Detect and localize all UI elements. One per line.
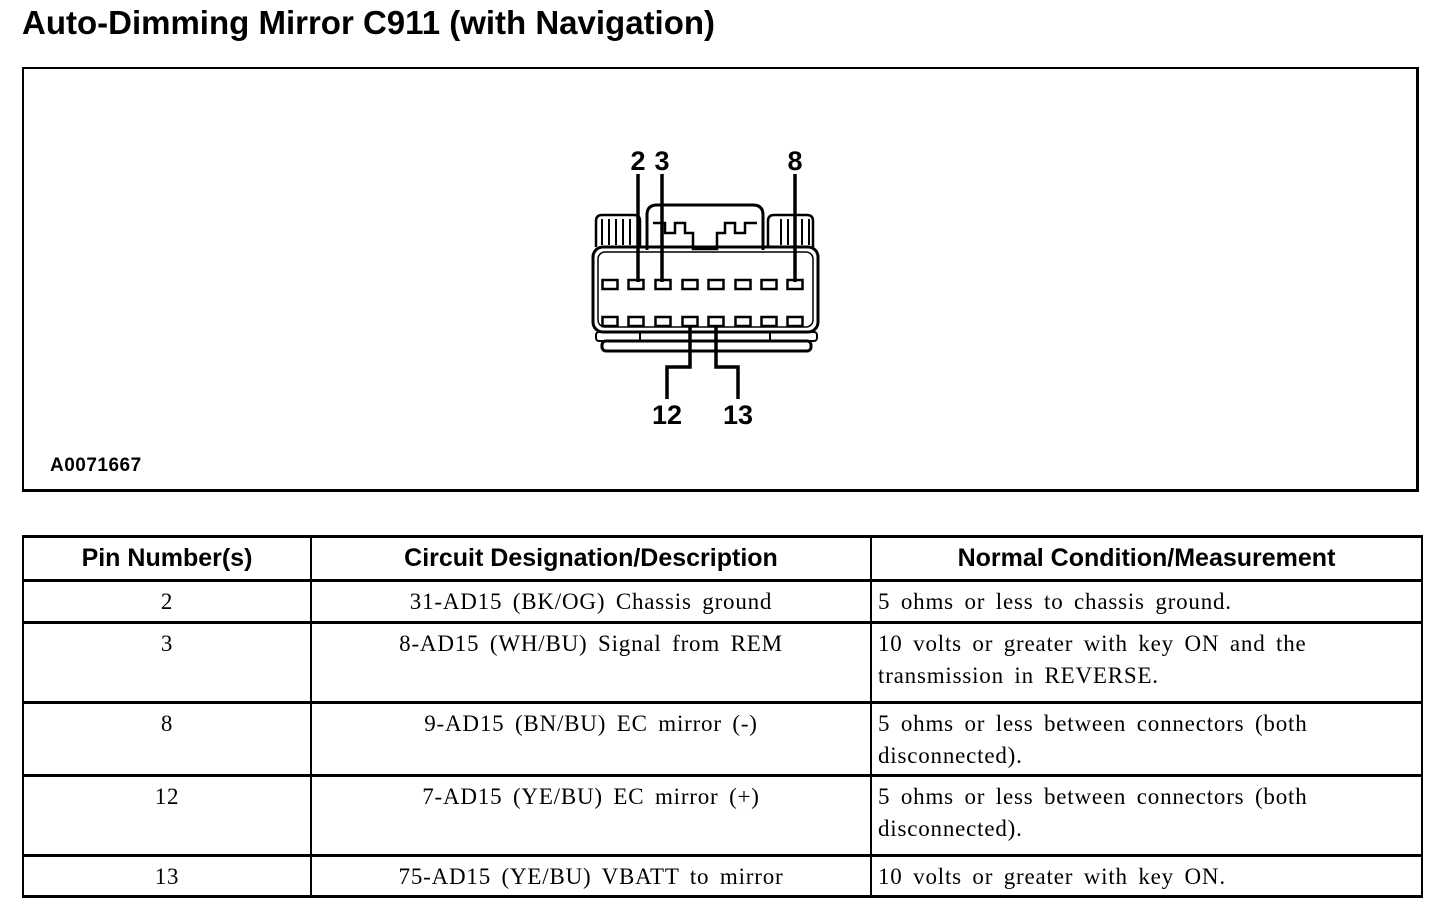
- pin-label-2: 2: [630, 146, 645, 176]
- table-row: 2 31-AD15 (BK/OG) Chassis ground 5 ohms …: [22, 579, 1423, 624]
- condition-cell: 5 ohms or less between connectors (both …: [870, 774, 1423, 857]
- connector-body: [591, 245, 820, 334]
- column-header-circuit: Circuit Designation/Description: [310, 535, 872, 582]
- pin-label-8: 8: [787, 146, 802, 176]
- condition-cell: 5 ohms or less to chassis ground.: [870, 579, 1423, 624]
- pin-slots-top-row: [601, 278, 804, 291]
- pin-label-12: 12: [652, 400, 682, 430]
- connector-figure-box: 2 3 8 12 13 A0071667: [22, 67, 1419, 492]
- circuit-cell: 7-AD15 (YE/BU) EC mirror (+): [310, 774, 872, 857]
- pin-leader-lines: [636, 174, 797, 399]
- condition-cell: 10 volts or greater with key ON and the …: [870, 621, 1423, 704]
- connector-bottom-lip: [595, 331, 818, 353]
- pin-number-cell: 13: [22, 854, 312, 898]
- pin-label-13: 13: [723, 400, 753, 430]
- column-header-pin-number: Pin Number(s): [22, 535, 312, 582]
- table-row: 8 9-AD15 (BN/BU) EC mirror (-) 5 ohms or…: [22, 701, 1423, 777]
- circuit-cell: 9-AD15 (BN/BU) EC mirror (-): [310, 701, 872, 777]
- connector-pinout-diagram: 2 3 8 12 13: [591, 146, 820, 430]
- table-row: 12 7-AD15 (YE/BU) EC mirror (+) 5 ohms o…: [22, 774, 1423, 857]
- connector-ear-right: [766, 213, 815, 247]
- connector-ear-left: [594, 213, 642, 247]
- page-title: Auto-Dimming Mirror C911 (with Navigatio…: [22, 4, 716, 41]
- table-row: 13 75-AD15 (YE/BU) VBATT to mirror 10 vo…: [22, 854, 1423, 898]
- figure-id-label: A0071667: [50, 455, 142, 476]
- circuit-cell: 8-AD15 (WH/BU) Signal from REM: [310, 621, 872, 704]
- table-row: 3 8-AD15 (WH/BU) Signal from REM 10 volt…: [22, 621, 1423, 704]
- pin-label-3: 3: [654, 146, 669, 176]
- pinout-table: Pin Number(s) Circuit Designation/Descri…: [22, 535, 1423, 898]
- pin-number-cell: 3: [22, 621, 312, 704]
- condition-cell: 5 ohms or less between connectors (both …: [870, 701, 1423, 777]
- connector-latch-tab: [645, 203, 765, 251]
- condition-cell: 10 volts or greater with key ON.: [870, 854, 1423, 898]
- pin-number-cell: 8: [22, 701, 312, 777]
- header-row: Pin Number(s) Circuit Designation/Descri…: [22, 535, 1423, 582]
- column-header-condition: Normal Condition/Measurement: [870, 535, 1423, 582]
- circuit-cell: 75-AD15 (YE/BU) VBATT to mirror: [310, 854, 872, 898]
- pin-number-cell: 2: [22, 579, 312, 624]
- pin-slots-bottom-row: [601, 315, 804, 328]
- pin-number-cell: 12: [22, 774, 312, 857]
- circuit-cell: 31-AD15 (BK/OG) Chassis ground: [310, 579, 872, 624]
